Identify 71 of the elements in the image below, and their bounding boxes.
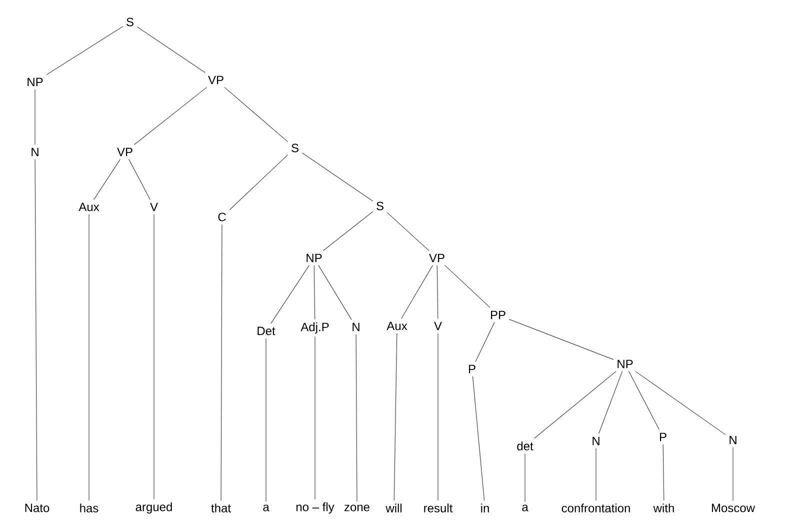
branch-line xyxy=(229,154,288,210)
category-label: VP xyxy=(117,148,132,156)
word: argued xyxy=(136,502,172,514)
branch-line xyxy=(472,376,485,501)
category-label: det xyxy=(517,442,534,450)
category-label: PP xyxy=(491,310,506,320)
category-label: VP xyxy=(429,254,444,262)
branch-line xyxy=(136,26,206,73)
branch-line xyxy=(318,265,352,320)
word: that xyxy=(211,504,231,512)
category-label: P xyxy=(469,364,476,374)
branch-line xyxy=(635,371,726,435)
category-label: Adj.P xyxy=(300,322,329,334)
branch-line xyxy=(270,265,310,324)
category-label: Aux xyxy=(78,202,100,212)
branch-line xyxy=(46,26,124,75)
word: a xyxy=(522,504,528,512)
word: Nato xyxy=(25,504,50,512)
branch-line xyxy=(134,87,208,145)
branch-line xyxy=(628,371,660,430)
category-label: S xyxy=(126,18,134,26)
category-label: C xyxy=(218,212,226,222)
category-label: N xyxy=(32,148,38,156)
branch-line xyxy=(88,214,90,501)
category-label: V xyxy=(434,322,442,330)
category-label: V xyxy=(150,202,158,212)
branch-line xyxy=(323,211,374,251)
branch-line xyxy=(220,224,222,501)
branch-line xyxy=(598,371,623,434)
branch-line xyxy=(314,336,316,500)
branch-line xyxy=(302,152,374,202)
category-label: NP xyxy=(306,254,322,262)
branch-line xyxy=(94,159,121,200)
word: a xyxy=(263,504,270,512)
branch-line xyxy=(475,322,495,362)
branch-line xyxy=(436,265,438,319)
category-label: P xyxy=(660,432,666,442)
branch-line xyxy=(662,444,664,501)
branch-line xyxy=(128,159,150,200)
category-label: N xyxy=(592,436,600,446)
category-label: Det xyxy=(258,326,276,336)
branch-line xyxy=(444,265,490,308)
branch-line xyxy=(394,333,398,501)
branch-line xyxy=(508,319,614,360)
category-label: NP xyxy=(618,360,633,368)
word: confrontation xyxy=(562,504,630,512)
word: zone xyxy=(344,504,370,512)
category-label: N xyxy=(352,322,360,332)
category-label: Aux xyxy=(386,322,408,330)
word: will xyxy=(386,504,402,512)
word: in xyxy=(481,504,489,512)
category-label: S xyxy=(292,144,298,152)
word: Moscow xyxy=(712,504,756,512)
branch-line xyxy=(34,159,38,501)
word: has xyxy=(80,504,98,512)
category-label: VP xyxy=(208,76,224,84)
branch-line xyxy=(386,212,430,251)
category-label: N xyxy=(730,436,736,444)
branch-line xyxy=(314,265,316,320)
branch-line xyxy=(356,334,358,502)
branch-line xyxy=(732,447,734,501)
branch-line xyxy=(524,453,526,502)
category-label: NP xyxy=(28,78,43,86)
branch-line xyxy=(534,371,616,439)
branch-line xyxy=(224,87,288,142)
word: result xyxy=(424,504,453,512)
branch-line xyxy=(34,89,36,145)
category-label: S xyxy=(376,202,384,210)
word: with xyxy=(653,504,674,512)
branch-line xyxy=(401,265,433,319)
word: no – fly xyxy=(296,502,334,514)
